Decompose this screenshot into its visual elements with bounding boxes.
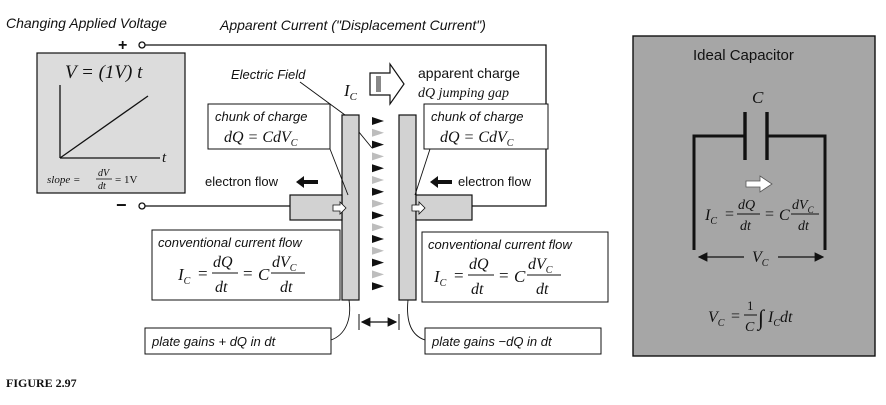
svg-text:=: = [198, 264, 208, 283]
chunk-left-box: chunk of charge dQ = CdVC [207, 103, 331, 150]
cap-left-wire [692, 134, 745, 250]
slope-numerator: dV [98, 168, 111, 179]
figure-caption: FIGURE 2.97 [6, 376, 77, 390]
plate-right-label: plate gains −dQ in dt [431, 334, 553, 349]
svg-text:∫: ∫ [756, 305, 766, 331]
svg-text:=: = [725, 206, 734, 223]
conv-right-box: conventional current flow IC = dQ dt = C… [421, 231, 609, 303]
electron-flow-left-arrow [296, 176, 318, 188]
ic-label: IC [343, 81, 358, 103]
minus-terminal-label: − [116, 195, 127, 215]
apparent-charge-line2: dQ jumping gap [418, 86, 509, 101]
electric-field-label: Electric Field [231, 67, 306, 82]
ideal-panel-title: Ideal Capacitor [693, 47, 794, 64]
field-arrow [372, 187, 384, 196]
field-arrow [372, 176, 384, 184]
slope-denominator: dt [98, 181, 106, 192]
svg-text:1: 1 [747, 298, 754, 313]
chunk-left-title: chunk of charge [215, 109, 308, 124]
plate-left-box: plate gains + dQ in dt [144, 327, 332, 355]
chunk-left-pointer [329, 148, 349, 196]
capacitor-symbol-label: C [752, 88, 764, 107]
plate-right-pointer [407, 299, 426, 341]
chunk-right-pointer [414, 148, 431, 196]
svg-text:dQ: dQ [738, 198, 755, 213]
svg-text:dQ: dQ [469, 256, 489, 273]
ideal-panel-bg [632, 35, 876, 357]
vc-label: VC [752, 249, 769, 269]
svg-text:C: C [745, 320, 755, 335]
graph-ramp-line [59, 95, 149, 159]
displacement-arrow-stripe [376, 76, 381, 92]
field-arrow [372, 199, 384, 208]
field-arrow [372, 211, 384, 220]
electron-flow-left-label: electron flow [205, 174, 279, 189]
chunk-right-eq: dQ = CdVC [440, 129, 514, 149]
field-arrow [372, 152, 384, 161]
svg-text:=: = [243, 264, 253, 283]
svg-text:dt: dt [215, 279, 228, 296]
source-title: Changing Applied Voltage [6, 15, 167, 31]
field-arrow [372, 117, 384, 125]
plate-left-label: plate gains + dQ in dt [151, 334, 277, 349]
conv-left-box: conventional current flow IC = dQ dt = C… [151, 229, 341, 301]
right-plate-current-arrow [411, 201, 426, 215]
cap-right-wire [767, 134, 827, 250]
graph-t-axis-label: t [162, 150, 167, 166]
graph-equation: V = (1V) t [65, 62, 143, 83]
conv-right-title: conventional current flow [428, 237, 573, 252]
svg-text:C: C [514, 267, 526, 286]
ideal-capacitor-panel: Ideal Capacitor C IC = dQ dt = C dVC dt … [632, 35, 876, 357]
svg-text:dt: dt [740, 219, 752, 234]
plate-right-box: plate gains −dQ in dt [424, 327, 602, 355]
svg-text:=: = [454, 266, 464, 285]
top-wire [145, 44, 547, 73]
minus-terminal [138, 202, 146, 210]
graph-box [36, 52, 186, 194]
svg-text:C: C [779, 207, 790, 224]
field-arrow [372, 164, 384, 173]
left-plate-current-arrow [332, 201, 347, 215]
slope-rhs: = 1V [115, 174, 137, 186]
field-arrow [372, 223, 384, 232]
svg-text:dt: dt [280, 279, 293, 296]
conv-left-title: conventional current flow [158, 235, 303, 250]
svg-text:dt: dt [798, 219, 810, 234]
field-arrow [372, 258, 384, 267]
plate-left-pointer [330, 299, 351, 341]
apparent-current-label: Apparent Current ("Displacement Current"… [219, 17, 486, 33]
field-arrow [372, 282, 384, 291]
svg-text:=: = [765, 206, 774, 223]
electric-field-arrows [372, 117, 384, 291]
ideal-current-arrow [745, 175, 773, 193]
svg-text:=: = [731, 308, 740, 325]
field-arrow [372, 128, 384, 137]
ideal-vc-equation: VC = 1 C ∫ ICdt [708, 298, 793, 335]
apparent-charge-line1: apparent charge [418, 65, 520, 81]
chunk-left-eq: dQ = CdVC [224, 129, 298, 149]
plus-terminal-label: + [118, 37, 127, 54]
chunk-right-box: chunk of charge dQ = CdVC [423, 103, 549, 150]
voltage-graph: V = (1V) t t slope = dV dt = 1V [36, 52, 186, 194]
electron-flow-right-label: electron flow [458, 174, 532, 189]
electron-flow-right-arrow [430, 176, 452, 188]
svg-text:C: C [258, 265, 270, 284]
svg-text:dt: dt [471, 281, 484, 298]
displacement-arrow [369, 62, 405, 106]
svg-text:=: = [499, 266, 509, 285]
field-arrow [372, 270, 384, 279]
chunk-right-title: chunk of charge [431, 109, 524, 124]
field-arrow [372, 246, 384, 255]
svg-text:dt: dt [536, 281, 549, 298]
ideal-ic-equation: IC = dQ dt = C dVC dt [704, 198, 819, 234]
field-arrow [372, 140, 384, 149]
plus-terminal [138, 41, 146, 49]
slope-lhs: slope = [47, 174, 80, 186]
field-arrow [372, 235, 384, 243]
svg-text:dQ: dQ [213, 254, 233, 271]
